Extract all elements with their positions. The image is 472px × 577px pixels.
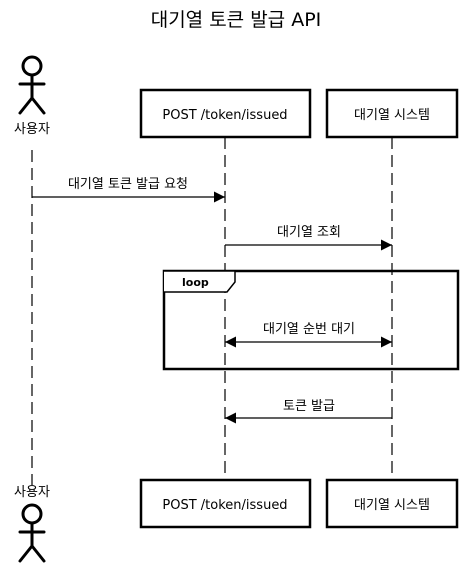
participant-label: POST /token/issued — [162, 498, 287, 513]
message-label: 대기열 토큰 발급 요청 — [68, 177, 188, 192]
participant-label: 대기열 시스템 — [354, 108, 430, 123]
loop-label: loop — [182, 276, 209, 289]
loop-tab — [164, 270, 236, 293]
diagram-title: 대기열 토큰 발급 API — [151, 9, 322, 31]
stick-figure-icon — [18, 55, 46, 115]
message-token-issue: 토큰 발급 — [225, 399, 392, 424]
stick-figure-icon — [18, 503, 46, 563]
participant-label: POST /token/issued — [162, 108, 287, 123]
message-label: 대기열 순번 대기 — [263, 322, 355, 337]
message-label: 토큰 발급 — [283, 399, 335, 414]
loop-frame — [162, 269, 460, 371]
participant-post-token-issued-bottom: POST /token/issued — [139, 478, 312, 529]
actor-label: 사용자 — [14, 485, 50, 500]
actor-user-bottom: 사용자 — [14, 485, 50, 563]
message-queue-wait: 대기열 순번 대기 — [225, 322, 392, 348]
message-queue-lookup: 대기열 조회 — [225, 225, 392, 251]
participant-queue-system-bottom: 대기열 시스템 — [325, 478, 459, 529]
actor-label: 사용자 — [14, 122, 50, 137]
actor-user-top: 사용자 — [14, 55, 50, 137]
participant-post-token-issued-top: POST /token/issued — [139, 88, 312, 139]
loop-fragment: loop — [162, 269, 460, 371]
participant-label: 대기열 시스템 — [354, 498, 430, 513]
message-token-request: 대기열 토큰 발급 요청 — [32, 177, 225, 203]
participant-queue-system-top: 대기열 시스템 — [325, 88, 459, 139]
message-label: 대기열 조회 — [277, 225, 341, 240]
